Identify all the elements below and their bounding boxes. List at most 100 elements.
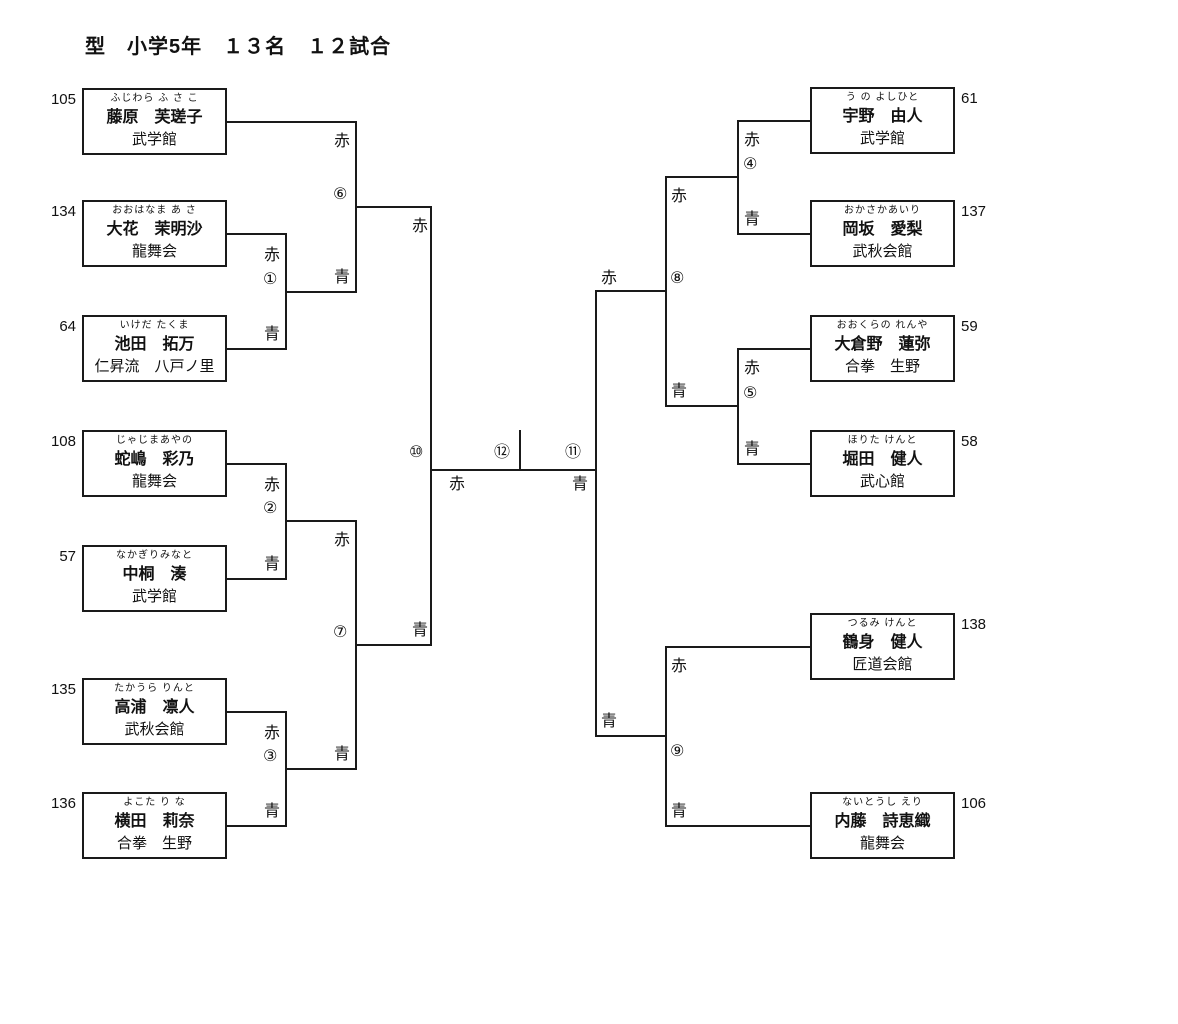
bracket-line (665, 646, 810, 648)
player-club: 匠道会館 (852, 655, 913, 673)
seed-number: 59 (961, 318, 978, 335)
player-club: 武学館 (131, 587, 177, 605)
player-box: おおくらの れんや 大倉野 蓮弥 合拳 生野 (810, 315, 955, 382)
bracket-line (227, 233, 285, 235)
page-title: 型 小学5年 １３名 １２試合 (85, 36, 392, 58)
bracket-line (355, 206, 430, 208)
seed-number: 105 (50, 91, 76, 108)
match-number: ⑤ (743, 385, 758, 402)
player-furigana: ないとうし えり (842, 797, 923, 808)
seed-number: 58 (961, 433, 978, 450)
player-name: 藤原 芙瑳子 (106, 108, 203, 126)
player-furigana: つるみ けんと (847, 618, 918, 629)
red-label: 赤 (744, 132, 761, 149)
player-furigana: おかさかあいり (844, 205, 921, 216)
player-box: う の よしひと 宇野 由人 武学館 (810, 87, 955, 154)
player-furigana: ふじわら ふ さ こ (110, 93, 199, 104)
player-name: 内藤 詩恵織 (834, 812, 931, 830)
player-club: 武心館 (859, 472, 905, 490)
blue-label: 青 (264, 556, 281, 573)
player-club: 龍舞会 (859, 834, 905, 852)
match-number: ① (263, 271, 278, 288)
bracket-line (595, 290, 597, 737)
player-club: 武学館 (131, 130, 177, 148)
bracket-line (665, 176, 737, 178)
player-name: 池田 拓万 (114, 335, 195, 353)
player-furigana: おおはなま あ さ (112, 205, 197, 216)
match-number: ⑩ (409, 444, 424, 461)
player-furigana: う の よしひと (845, 92, 920, 103)
red-label: 赤 (601, 270, 618, 287)
bracket-line (595, 735, 665, 737)
blue-label: 青 (744, 441, 761, 458)
bracket-line (737, 348, 810, 350)
match-number: ⑥ (333, 186, 348, 203)
seed-number: 61 (961, 90, 978, 107)
red-label: 赤 (412, 218, 429, 235)
player-box: いけだ たくま 池田 拓万 仁昇流 八戸ノ里 (82, 315, 227, 382)
bracket-line (595, 290, 665, 292)
blue-label: 青 (412, 622, 429, 639)
match-number: ④ (743, 156, 758, 173)
blue-label: 青 (572, 476, 589, 493)
red-label: 赤 (334, 532, 351, 549)
player-furigana: ほりた けんと (847, 435, 918, 446)
player-club: 合拳 生野 (844, 357, 920, 375)
seed-number: 137 (961, 203, 987, 220)
seed-number: 136 (50, 795, 76, 812)
red-label: 赤 (449, 476, 466, 493)
player-box: たかうら りんと 高浦 凛人 武秋会館 (82, 678, 227, 745)
player-box: つるみ けんと 鶴身 健人 匠道会館 (810, 613, 955, 680)
player-club: 合拳 生野 (116, 834, 192, 852)
player-box: よこた り な 横田 莉奈 合拳 生野 (82, 792, 227, 859)
player-club: 龍舞会 (131, 242, 177, 260)
player-club: 龍舞会 (131, 472, 177, 490)
bracket-line (737, 348, 739, 465)
seed-number: 108 (50, 433, 76, 450)
match-number: ⑪ (565, 444, 582, 461)
player-furigana: いけだ たくま (119, 320, 190, 331)
player-box: ないとうし えり 内藤 詩恵織 龍舞会 (810, 792, 955, 859)
bracket-line (227, 463, 285, 465)
seed-number: 64 (59, 318, 76, 335)
seed-number: 138 (961, 616, 987, 633)
player-name: 大倉野 蓮弥 (834, 335, 931, 353)
player-box: おかさかあいり 岡坂 愛梨 武秋会館 (810, 200, 955, 267)
red-label: 赤 (334, 133, 351, 150)
red-label: 赤 (264, 725, 281, 742)
bracket-line (227, 825, 285, 827)
player-club: 仁昇流 八戸ノ里 (94, 357, 215, 375)
bracket-line (737, 120, 739, 235)
blue-label: 青 (671, 383, 688, 400)
player-furigana: おおくらの れんや (836, 320, 929, 331)
bracket-line (227, 711, 285, 713)
player-furigana: よこた り な (123, 797, 186, 808)
red-label: 赤 (671, 658, 688, 675)
bracket-line (285, 520, 355, 522)
player-name: 横田 莉奈 (114, 812, 195, 830)
blue-label: 青 (601, 713, 618, 730)
player-name: 鶴身 健人 (842, 633, 923, 651)
bracket-line (285, 291, 355, 293)
player-name: 宇野 由人 (842, 107, 923, 125)
match-number: ③ (263, 748, 278, 765)
player-club: 武学館 (859, 129, 905, 147)
player-name: 蛇嶋 彩乃 (114, 450, 195, 468)
bracket-line (665, 176, 667, 407)
player-name: 高浦 凛人 (114, 698, 195, 716)
seed-number: 106 (961, 795, 987, 812)
player-club: 武秋会館 (124, 720, 185, 738)
seed-number: 57 (59, 548, 76, 565)
bracket-line (227, 578, 285, 580)
player-box: なかぎりみなと 中桐 湊 武学館 (82, 545, 227, 612)
bracket-line (285, 768, 355, 770)
bracket-line (737, 120, 810, 122)
final-line (430, 469, 595, 471)
blue-label: 青 (334, 269, 351, 286)
bracket-line (227, 348, 285, 350)
bracket-line (355, 644, 430, 646)
blue-label: 青 (671, 803, 688, 820)
seed-number: 134 (50, 203, 76, 220)
seed-number: 135 (50, 681, 76, 698)
